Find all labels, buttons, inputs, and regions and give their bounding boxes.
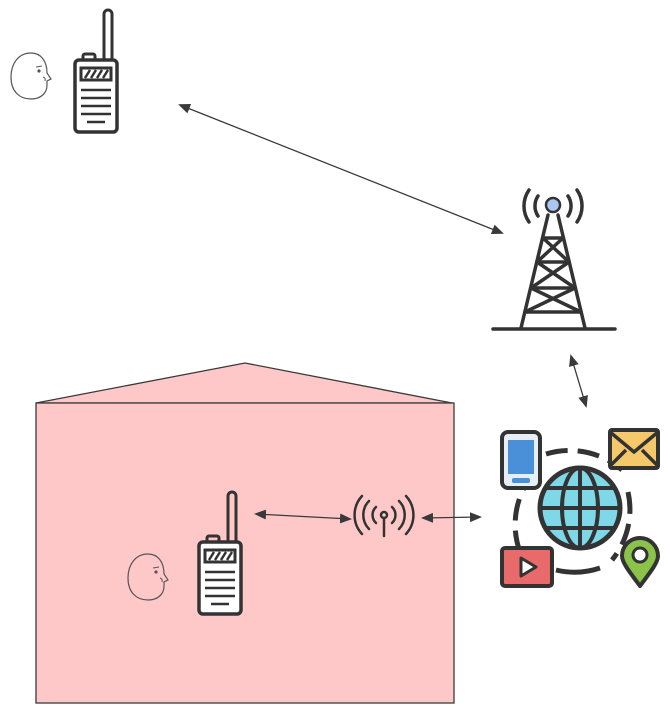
cell-tower-icon <box>491 188 617 331</box>
arrow-tower-to-internet <box>569 354 588 408</box>
arrow-antenna-to-internet <box>421 512 482 523</box>
video-play-icon <box>500 546 554 588</box>
smartphone-icon <box>500 430 542 490</box>
globe-icon <box>537 465 623 551</box>
wireless-antenna-icon <box>353 494 415 538</box>
mail-icon <box>608 428 660 470</box>
remote-person-face-icon <box>10 52 52 100</box>
remote-walkie-talkie-icon <box>73 8 119 134</box>
arrow-radio-to-tower <box>178 104 504 234</box>
arrow-indoor-radio-to-antenna <box>254 509 352 524</box>
location-pin-icon <box>620 536 660 588</box>
building-shape <box>35 362 455 704</box>
internet-services-icon <box>500 428 660 588</box>
